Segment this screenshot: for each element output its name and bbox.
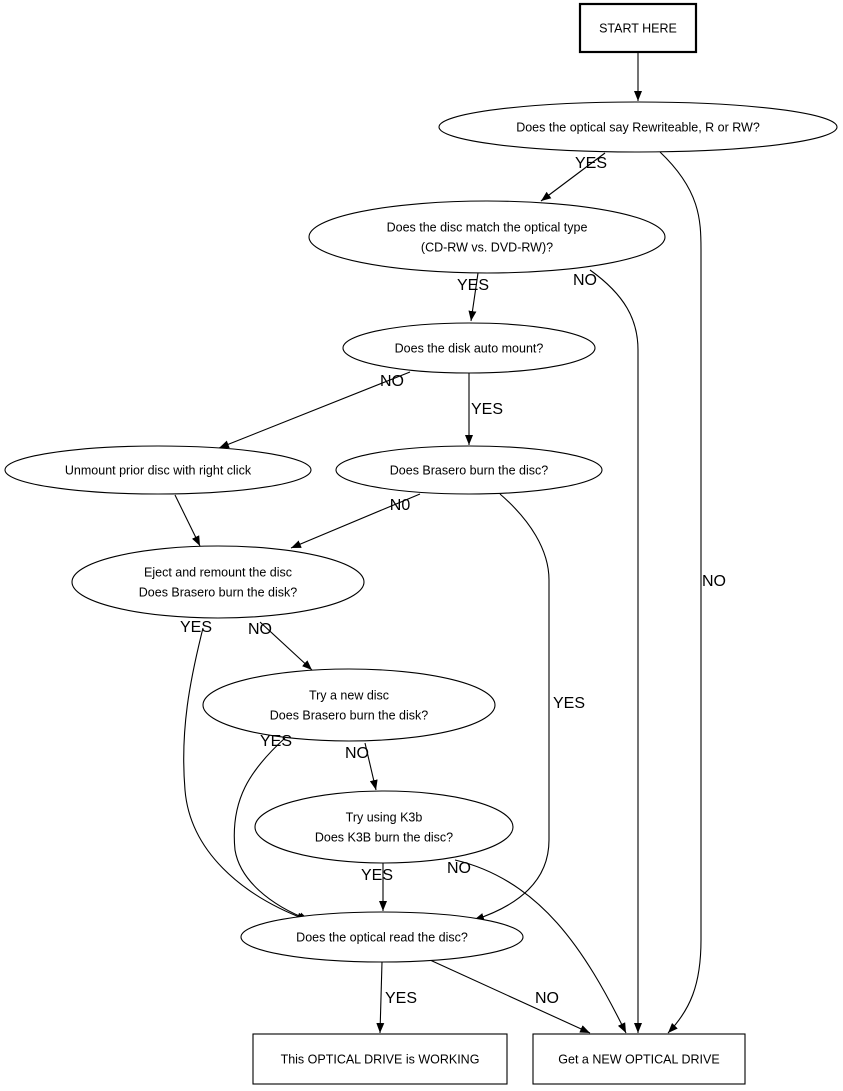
edge-label: YES — [471, 401, 503, 418]
node-read-disc: Does the optical read the disc? — [240, 911, 524, 963]
edge-label: NO — [248, 621, 272, 638]
node-label: Does the disk auto mount? — [395, 342, 544, 356]
node-label: Does K3B burn the disc? — [315, 831, 453, 845]
edge-brasero_burn-to-read_disc — [473, 493, 550, 921]
node-working: This OPTICAL DRIVE is WORKING — [252, 1033, 508, 1085]
edge-line — [259, 621, 313, 671]
edge-auto_mount-to-unmount — [218, 371, 411, 449]
node-label: Does the optical read the disc? — [296, 931, 468, 945]
edge-label: N0 — [390, 497, 411, 514]
node-label: This OPTICAL DRIVE is WORKING — [281, 1053, 480, 1067]
edge-rewriteable-to-new_drive — [659, 151, 702, 1034]
edge-line — [290, 493, 421, 549]
edge-label: YES — [575, 155, 607, 172]
edge-eject_remount-to-new_disc — [259, 621, 313, 671]
node-label: (CD-RW vs. DVD-RW)? — [421, 241, 553, 255]
node-shape — [252, 1033, 508, 1085]
node-label: Does Brasero burn the disk? — [139, 586, 297, 600]
edge-label: NO — [573, 272, 597, 289]
node-label: Does the optical say Rewriteable, R or R… — [516, 121, 760, 135]
edge-label: NO — [380, 373, 404, 390]
edge-label: YES — [361, 867, 393, 884]
edge-new_disc-to-k3b — [364, 742, 378, 791]
node-match-type: Does the disc match the optical type (CD-… — [308, 200, 666, 274]
edge-label: NO — [447, 860, 471, 877]
node-label: Eject and remount the disc — [144, 566, 292, 580]
node-brasero-burn: Does Brasero burn the disc? — [335, 445, 603, 495]
edge-label: NO — [345, 745, 369, 762]
node-auto-mount: Does the disk auto mount? — [342, 322, 596, 374]
node-start: START HERE — [578, 2, 698, 54]
edge-line — [376, 961, 385, 1034]
node-label: Try using K3b — [346, 811, 423, 825]
node-label: START HERE — [599, 22, 677, 36]
node-shape — [202, 668, 496, 742]
nodes-layer: START HERE Does the optical say Rewriteab… — [4, 2, 838, 1085]
edge-label: YES — [385, 990, 417, 1007]
edge-label: NO — [702, 573, 726, 590]
edge-label: YES — [553, 695, 585, 712]
edge-line — [364, 742, 378, 791]
node-shape — [342, 322, 596, 374]
node-new-drive: Get a NEW OPTICAL DRIVE — [532, 1033, 746, 1085]
edge-match_type-to-new_drive — [589, 269, 642, 1033]
edge-line — [540, 152, 606, 202]
edge-label: YES — [457, 277, 489, 294]
node-unmount: Unmount prior disc with right click — [4, 445, 312, 495]
edge-k3b-to-new_drive — [454, 859, 627, 1034]
edge-line — [183, 627, 308, 921]
node-shape — [4, 445, 312, 495]
edge-read_disc-to-new_drive — [429, 959, 591, 1034]
node-shape — [578, 2, 698, 54]
node-shape — [71, 545, 365, 619]
node-label: Does the disc match the optical type — [387, 221, 588, 235]
node-label: Try a new disc — [309, 689, 389, 703]
node-shape — [335, 445, 603, 495]
edge-label: NO — [535, 990, 559, 1007]
node-label: Does Brasero burn the disc? — [390, 464, 548, 478]
edge-read_disc-to-working — [376, 961, 385, 1034]
node-label: Get a NEW OPTICAL DRIVE — [558, 1053, 719, 1067]
edge-line — [468, 272, 479, 322]
edge-new_disc-to-read_disc — [233, 737, 310, 921]
node-label: Does Brasero burn the disk? — [270, 709, 428, 723]
edge-line — [589, 269, 642, 1033]
node-shape — [254, 790, 514, 864]
edge-line — [429, 959, 591, 1034]
node-rewriteable: Does the optical say Rewriteable, R or R… — [438, 101, 838, 153]
edge-label: YES — [260, 733, 292, 750]
node-label: Unmount prior disc with right click — [65, 464, 252, 478]
node-shape — [308, 200, 666, 274]
edge-line — [659, 151, 702, 1034]
edge-brasero_burn-to-eject_remount — [290, 493, 421, 549]
edge-match_type-to-auto_mount — [468, 272, 479, 322]
edge-label: YES — [180, 619, 212, 636]
edge-line — [233, 737, 310, 921]
node-shape — [240, 911, 524, 963]
edge-line — [174, 494, 201, 547]
node-shape — [438, 101, 838, 153]
edge-rewriteable-to-match_type — [540, 152, 606, 202]
edge-line — [473, 493, 550, 921]
edge-unmount-to-eject_remount — [174, 494, 201, 547]
edge-line — [218, 371, 411, 449]
node-shape — [532, 1033, 746, 1085]
edges-layer — [174, 52, 702, 1034]
edge-eject_remount-to-read_disc — [183, 627, 308, 921]
edge-line — [454, 859, 627, 1034]
